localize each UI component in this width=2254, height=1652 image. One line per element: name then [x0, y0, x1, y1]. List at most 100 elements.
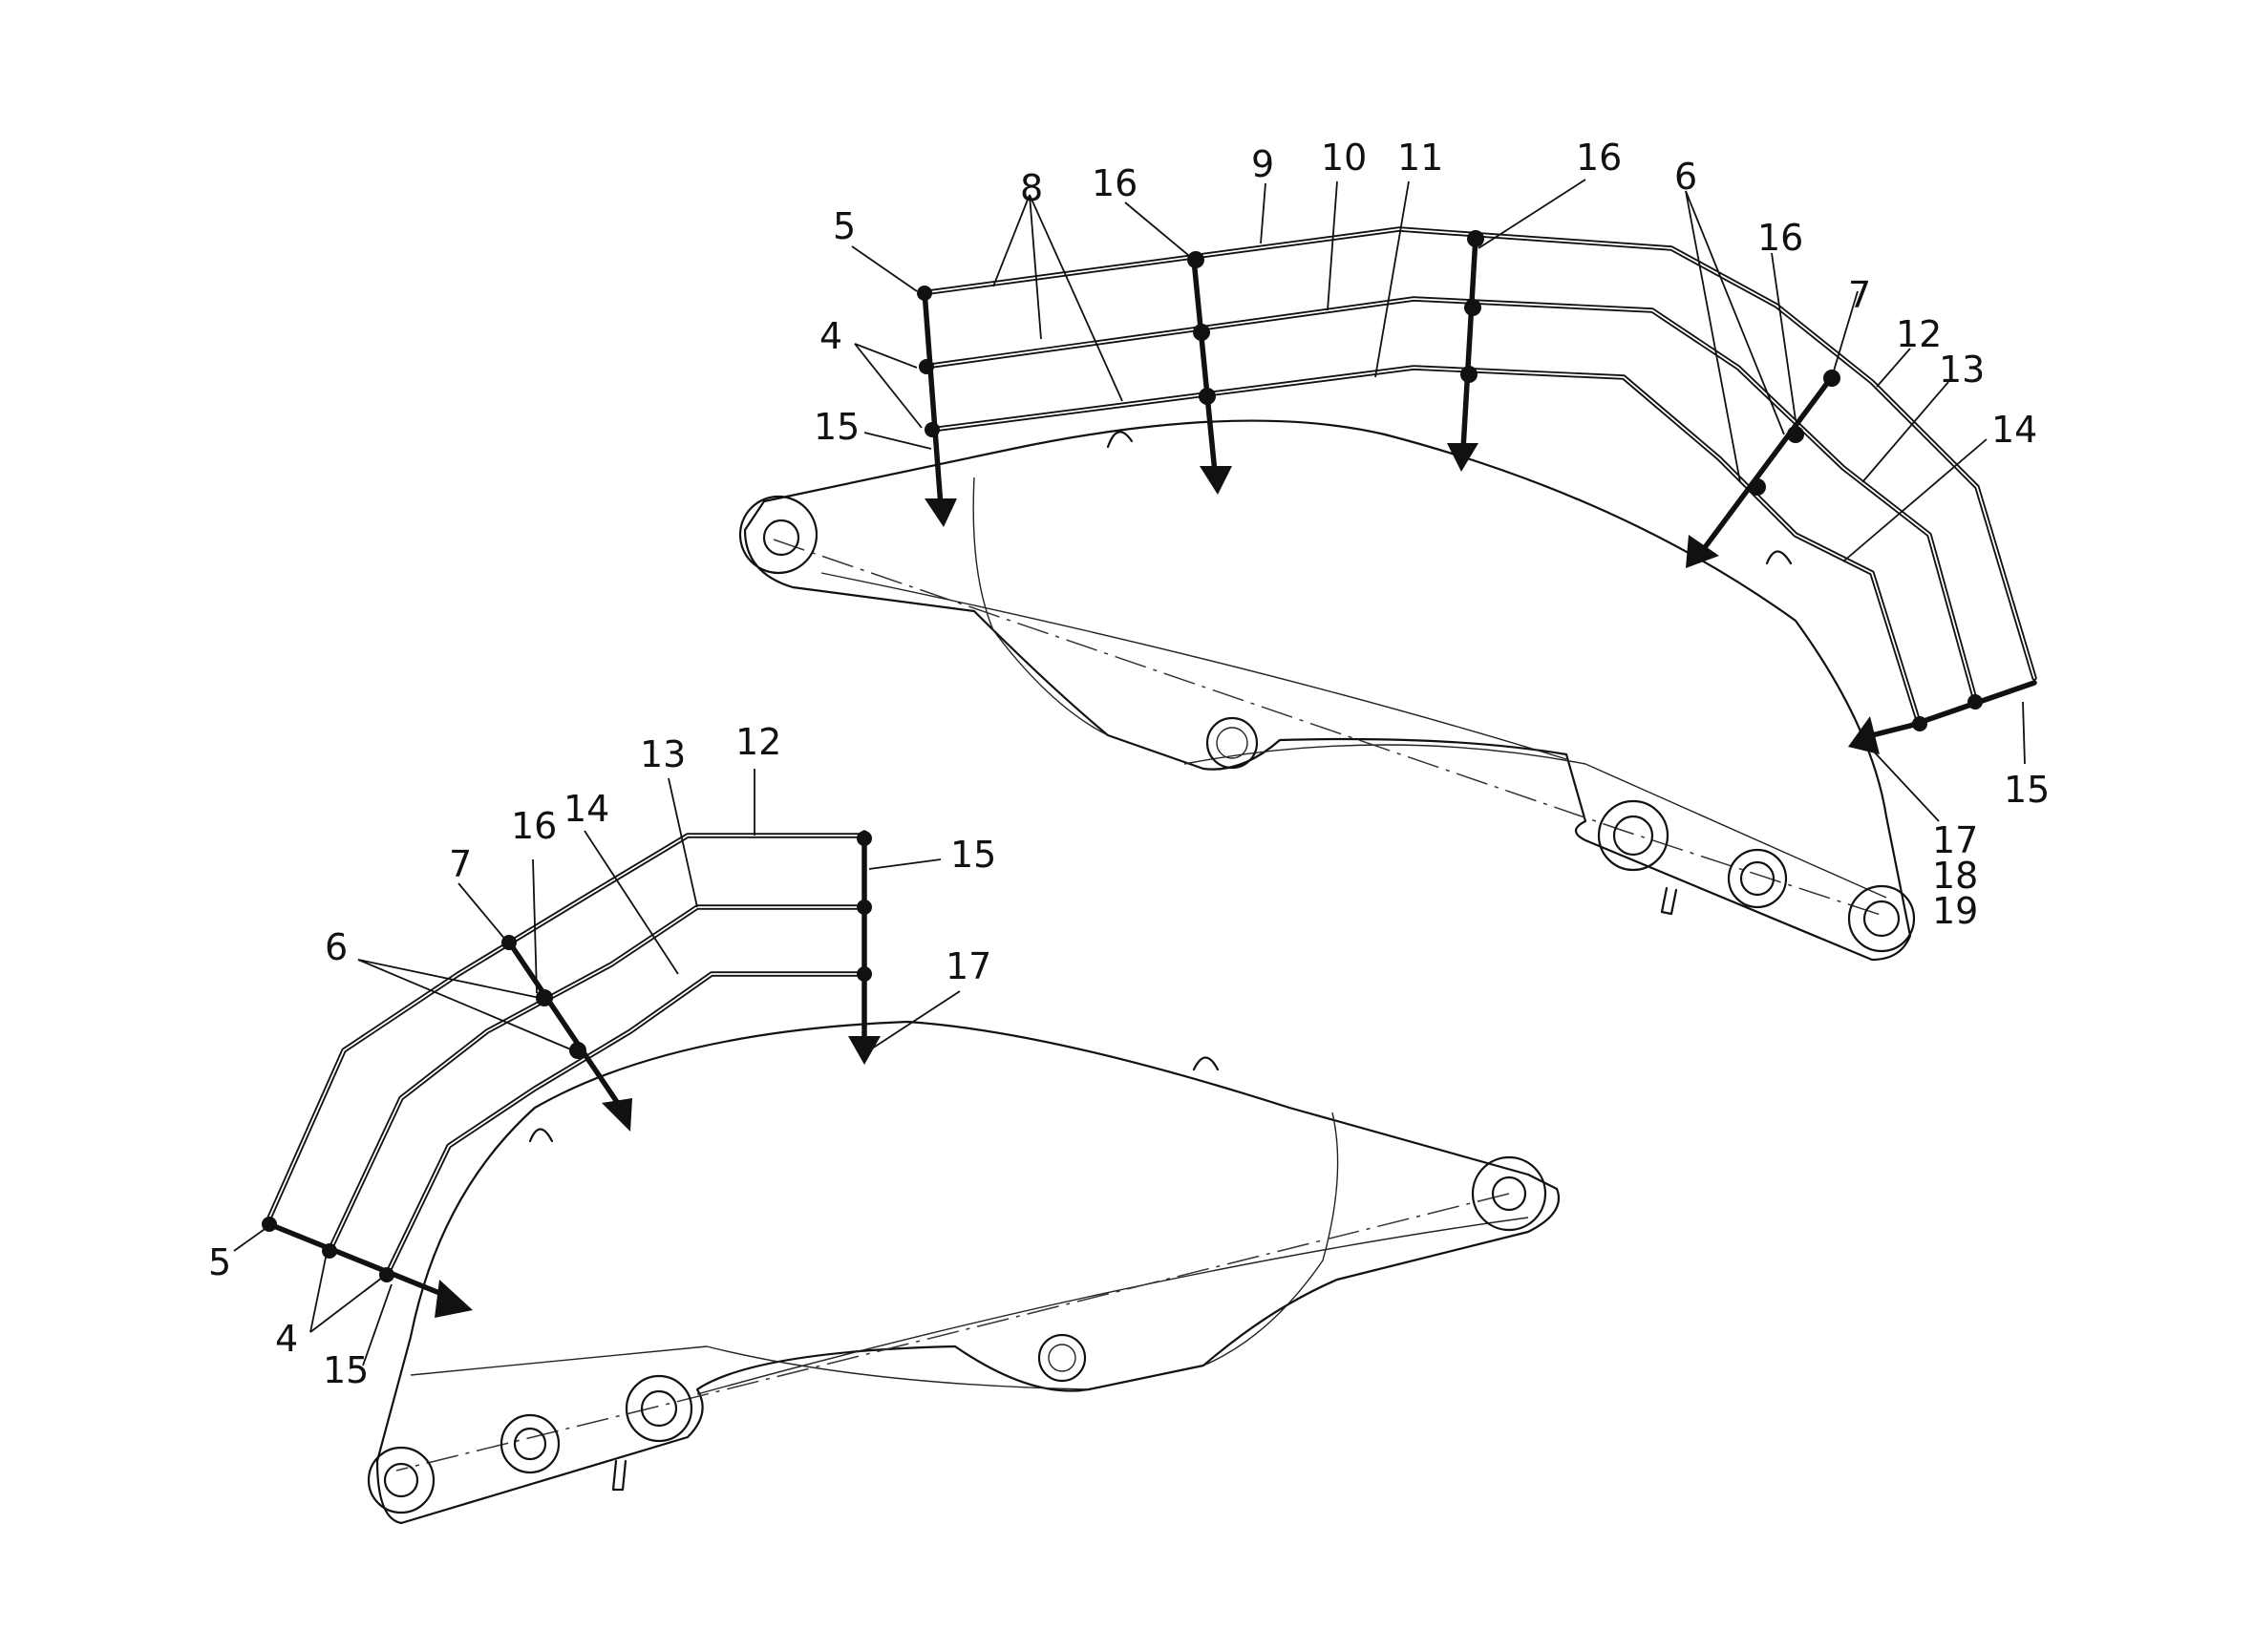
upper-clamps — [917, 230, 1983, 731]
upper-clamp-block — [1464, 299, 1481, 316]
lower-nose-pin-2 — [513, 1427, 547, 1461]
upper-boom-lower-edge — [1584, 763, 1887, 899]
lower-grease-point — [1037, 1333, 1087, 1383]
upper-clamp-block — [917, 286, 932, 301]
upper-boom-web-edge — [972, 477, 1109, 736]
lower-boom-flange-top — [696, 1217, 1529, 1395]
upper-clamp-block — [1467, 230, 1484, 247]
lower-lifting-eye — [1192, 1056, 1220, 1071]
callout-9: 9 — [1251, 143, 1274, 185]
upper-arrow-down-icon — [1200, 466, 1232, 495]
lower-nose-pin-boss-3 — [367, 1446, 436, 1514]
callout-16: 16 — [1092, 162, 1138, 204]
upper-arrow-down-icon — [925, 498, 957, 527]
upper-nose-pin-1 — [1612, 815, 1654, 857]
callout-14: 14 — [564, 788, 609, 830]
lower-clamp-block — [857, 831, 872, 846]
upper-grease-point-inner — [1216, 727, 1248, 759]
upper-pipe-11 — [928, 365, 1923, 729]
lower-clamp-block — [322, 1243, 337, 1259]
upper-callouts: 5 8 16 9 10 11 16 6 16 7 12 13 14 4 15 1… — [814, 137, 2050, 932]
upper-pipe-end-15 — [1869, 680, 2037, 738]
callout-16: 16 — [1757, 217, 1803, 259]
upper-clamp-bar-2 — [1191, 257, 1218, 476]
lower-arrow-down-icon — [848, 1036, 881, 1065]
lower-callouts: 12 13 16 14 7 15 6 17 5 4 15 — [208, 721, 996, 1391]
lower-boom-centerline — [395, 1193, 1510, 1472]
lower-arrows — [435, 1036, 881, 1318]
upper-nose-pin-2 — [1739, 860, 1776, 897]
upper-clamp-block — [1749, 478, 1766, 496]
upper-leaders — [851, 179, 2026, 822]
upper-clamp-block — [1823, 370, 1840, 387]
lower-nose-pin-1 — [640, 1389, 678, 1428]
upper-clamp-block — [1460, 366, 1478, 383]
callout-17: 17 — [946, 945, 991, 987]
callout-18: 18 — [1932, 855, 1978, 897]
upper-clamp-block — [1787, 426, 1804, 443]
callout-11: 11 — [1397, 137, 1443, 179]
callout-17: 17 — [1932, 819, 1978, 861]
upper-nose-pin-boss-2 — [1727, 848, 1788, 909]
upper-boom-outline — [743, 419, 1912, 962]
lower-nose-pin-boss-2 — [500, 1413, 561, 1474]
upper-boom-assembly: 5 8 16 9 10 11 16 6 16 7 12 13 14 4 15 1… — [738, 137, 2050, 962]
lower-boom-assembly: 12 13 16 14 7 15 6 17 5 4 15 — [208, 721, 1561, 1525]
lower-pipe-end-15b — [266, 1221, 452, 1300]
lower-nose-pin-3 — [383, 1462, 419, 1498]
callout-15: 15 — [814, 406, 860, 448]
callout-10: 10 — [1321, 137, 1367, 179]
upper-nose-pin-boss-1 — [1597, 799, 1669, 872]
upper-lifting-eye-2 — [1765, 550, 1793, 565]
callout-19: 19 — [1932, 890, 1978, 932]
lower-boom-web-edge — [1202, 1112, 1339, 1366]
lower-clamps — [262, 831, 872, 1282]
callout-16: 16 — [1576, 137, 1622, 179]
callout-12: 12 — [735, 721, 781, 763]
upper-nose-pin-3 — [1862, 900, 1901, 938]
upper-foot-pin — [762, 519, 800, 557]
lower-arrow-right-icon — [435, 1280, 473, 1318]
callout-5: 5 — [208, 1241, 231, 1283]
lower-clamp-block — [536, 989, 553, 1006]
lower-lifting-eye-2 — [528, 1128, 554, 1143]
upper-clamp-block — [1193, 324, 1210, 341]
callout-4: 4 — [275, 1318, 298, 1360]
lower-clamp-block — [569, 1042, 586, 1059]
callout-15: 15 — [2004, 769, 2050, 811]
lower-boom-flange-bottom — [706, 1345, 1090, 1390]
callout-15: 15 — [323, 1349, 369, 1391]
lower-arrow-diag-icon — [602, 1098, 632, 1132]
upper-arrows — [925, 443, 1880, 754]
callout-6: 6 — [325, 926, 348, 968]
upper-clamp-bar-3 — [1460, 234, 1478, 452]
upper-clamp-block — [919, 359, 934, 374]
upper-boom-flange-top — [820, 572, 1567, 760]
lower-leaders — [233, 769, 961, 1366]
callout-4: 4 — [819, 315, 842, 357]
lower-boom-lower-edge — [410, 1345, 708, 1376]
upper-pipes — [919, 226, 2037, 738]
lower-foot-pin — [1491, 1175, 1527, 1212]
lower-boom-outline — [375, 1020, 1561, 1525]
callout-15: 15 — [950, 834, 996, 876]
upper-clamp-block — [1199, 388, 1216, 405]
callout-7: 7 — [449, 843, 472, 885]
upper-grease-point — [1205, 716, 1259, 770]
upper-boom-centerline — [773, 539, 1887, 918]
callout-13: 13 — [1939, 349, 1985, 391]
lower-clamp-bar-1 — [505, 938, 624, 1111]
upper-arrow-left-icon — [1848, 716, 1880, 754]
callout-16: 16 — [511, 805, 557, 847]
callout-7: 7 — [1848, 274, 1871, 316]
upper-clamp-block — [1967, 694, 1983, 710]
upper-clamp-bar-4 — [1697, 371, 1837, 557]
upper-arrow-down-icon — [1447, 443, 1478, 472]
upper-clamp-block — [1912, 716, 1927, 731]
callout-12: 12 — [1896, 313, 1942, 355]
callout-8: 8 — [1020, 167, 1043, 209]
lower-clamp-block — [857, 966, 872, 982]
lower-clamp-block — [379, 1267, 394, 1282]
callout-13: 13 — [640, 733, 686, 775]
